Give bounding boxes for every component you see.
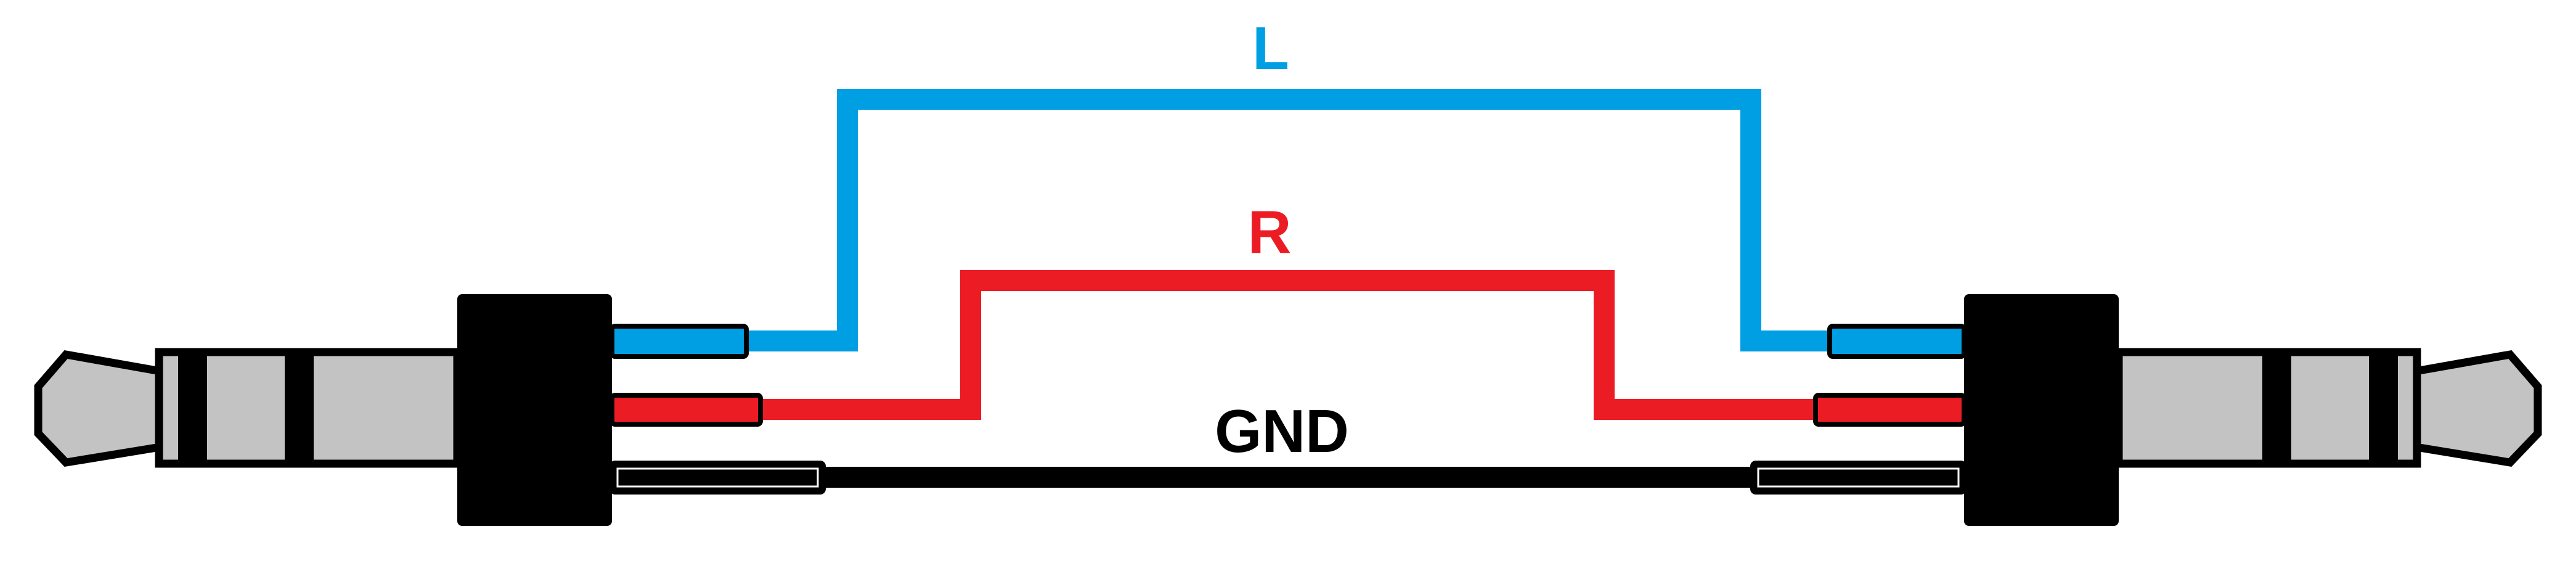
right-plug-body (1964, 294, 2119, 526)
wire-runs (653, 89, 1923, 488)
right-channel-wire (653, 270, 1923, 420)
left-channel-wire (653, 89, 1923, 351)
right-plug-insulator-ring-1 (2369, 356, 2398, 460)
right-plug-left-channel-stub (1827, 324, 1967, 359)
left-plug-left-channel-stub (609, 324, 749, 359)
ground-label: GND (1215, 397, 1349, 465)
left-plug-ground-stub (609, 461, 826, 495)
right-plug-tip (2411, 350, 2542, 467)
right-plug-wire-stubs (1750, 324, 1967, 495)
left-plug-wire-stubs (609, 324, 826, 495)
right-plug-ground-stub (1750, 461, 1967, 495)
left-plug-right-channel-stub (609, 393, 763, 427)
right-channel-label: R (1248, 198, 1292, 266)
left-channel-label: L (1252, 14, 1289, 82)
left-plug-insulator-ring-2 (285, 356, 314, 460)
left-plug-insulator-ring-1 (178, 356, 207, 460)
left-plug-tip (34, 350, 165, 467)
right-plug-insulator-ring-2 (2262, 356, 2291, 460)
left-plug-body (457, 294, 612, 526)
left-plug-ground-stub-highlight (616, 467, 819, 488)
wire-labels: L R GND (1215, 14, 1349, 465)
right-trs-plug (1964, 294, 2542, 526)
right-plug-right-channel-stub (1813, 393, 1967, 427)
left-trs-plug (34, 294, 612, 526)
right-plug-ground-stub-highlight (1757, 467, 1960, 488)
